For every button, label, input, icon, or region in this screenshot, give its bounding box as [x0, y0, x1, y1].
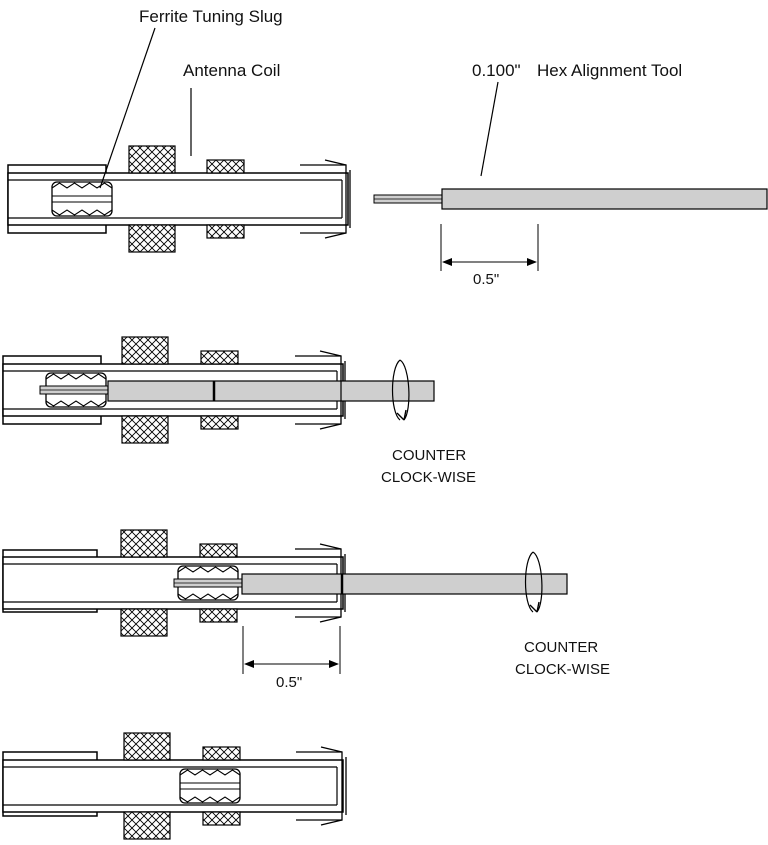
ferrite-slug-leader [99, 27, 156, 189]
antenna-coil-winding [128, 145, 176, 174]
rotation-1-line2: CLOCK-WISE [381, 469, 476, 486]
rotation-2-line1: COUNTER [524, 639, 598, 656]
step-2-assembly [2, 336, 435, 444]
hex-alignment-tool [39, 380, 435, 402]
tool-size-label: 0.100" [472, 61, 521, 80]
antenna-coil-winding [206, 159, 245, 174]
retaining-clip [300, 164, 347, 234]
antenna-coil-winding [206, 224, 245, 239]
dimension-2-label: 0.5" [276, 674, 302, 691]
step-3-assembly [2, 529, 568, 637]
hex-alignment-tool [173, 573, 568, 595]
dimension-2 [242, 626, 341, 674]
antenna-coil-label: Antenna Coil [183, 61, 280, 80]
step-4-assembly [2, 732, 347, 840]
rotation-arrow-icon [391, 359, 410, 421]
antenna-coil-winding [128, 224, 176, 253]
rotation-1-line1: COUNTER [392, 447, 466, 464]
rotation-arrow-icon [524, 551, 543, 613]
hex-alignment-tool [373, 188, 768, 210]
dimension-1-label: 0.5" [473, 271, 499, 288]
ferrite-slug-label: Ferrite Tuning Slug [139, 7, 283, 26]
dimension-1 [440, 224, 539, 271]
ferrite-slug [51, 181, 113, 217]
rotation-2-line2: CLOCK-WISE [515, 661, 610, 678]
tool-name-label: Hex Alignment Tool [537, 61, 682, 80]
step-1-assembly [7, 145, 351, 253]
ferrite-slug [179, 768, 241, 804]
tool-leader [480, 81, 499, 177]
